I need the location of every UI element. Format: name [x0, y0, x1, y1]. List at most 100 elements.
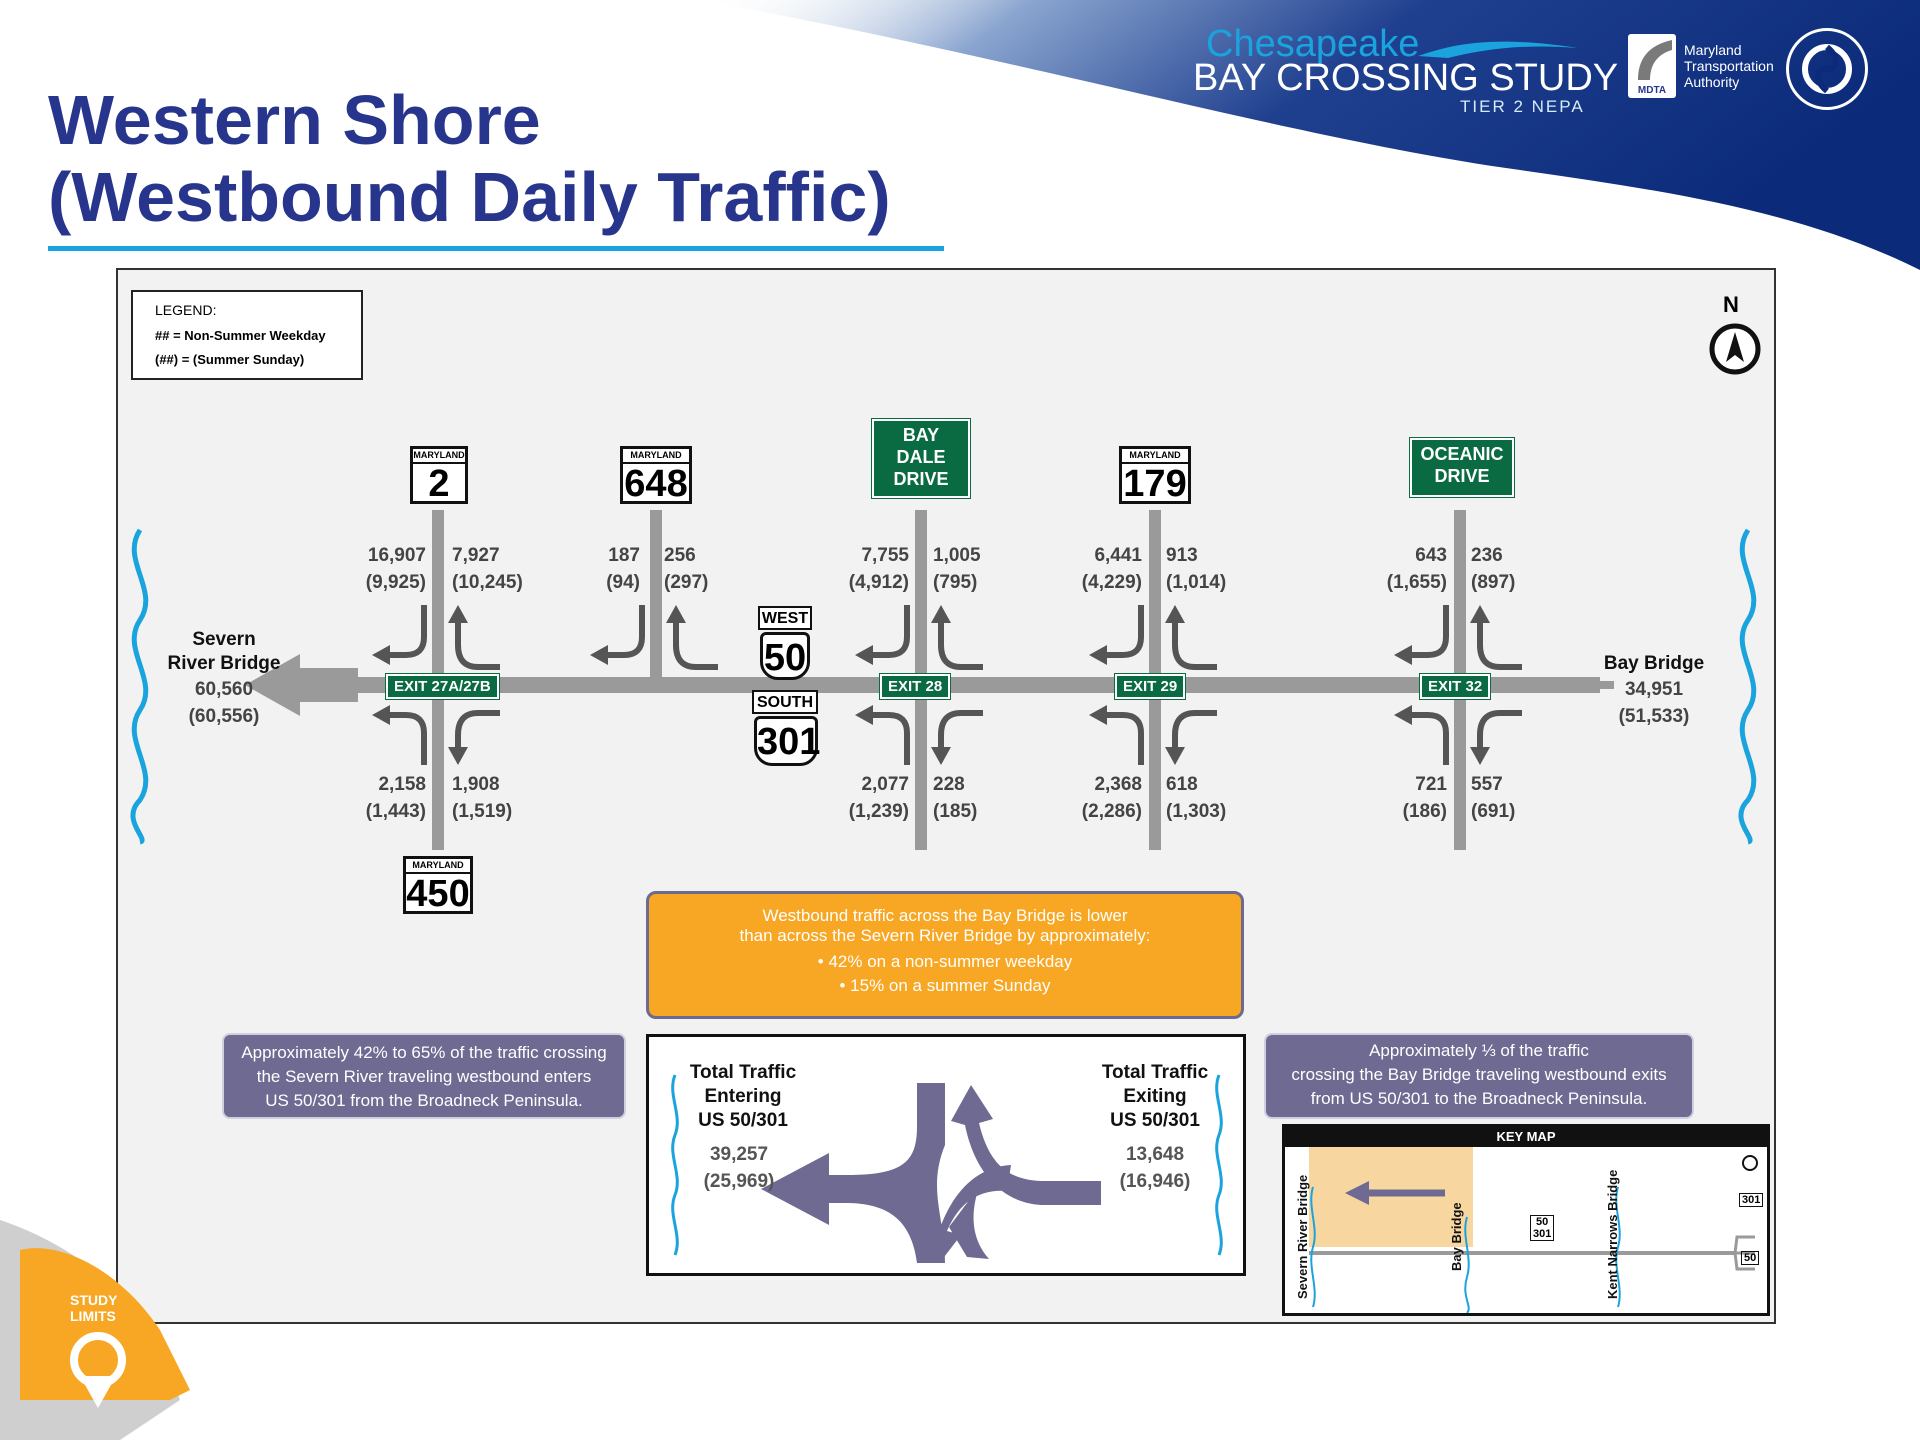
title-line2: (Westbound Daily Traffic) [48, 158, 891, 236]
e28-sw-counts: 2,077(1,239) [836, 771, 909, 825]
severn-river-wave [130, 528, 149, 845]
bay-dale-drive-sign: BAY DALE DRIVE [872, 419, 970, 498]
key-map-title: KEY MAP [1285, 1127, 1767, 1147]
bay-bridge-weekday: 34,951 [1624, 679, 1684, 700]
turn-se-head-3 [1165, 747, 1185, 765]
r648-nw-weekday: 187 [608, 545, 640, 566]
e29-nw-weekday: 6,441 [1094, 545, 1142, 566]
severn-name-2: River Bridge [167, 653, 281, 674]
e27-nw-weekday: 16,907 [367, 545, 426, 566]
turn-nw-3 [1105, 605, 1144, 658]
turn-sw-head-4 [1394, 705, 1412, 725]
turn-ne-head-2 [931, 605, 951, 623]
turn-se-0 [455, 710, 500, 749]
e32-ne-weekday: 236 [1471, 545, 1503, 566]
bay-bridge-name: Bay Bridge [1603, 653, 1705, 674]
e29-sw-sunday: (2,286) [1081, 801, 1142, 822]
turn-nw-0 [388, 605, 427, 658]
e27-ne-weekday: 7,927 [452, 545, 500, 566]
legend-sunday: (##) = (Summer Sunday) [155, 352, 305, 367]
e27-se-sunday: (1,519) [452, 801, 513, 822]
key-us50-shield: 50 301 [1530, 1215, 1555, 1241]
e27-sw-sunday: (1,443) [365, 801, 426, 822]
e28-se-sunday: (185) [933, 801, 978, 822]
e27-sw-counts: 2,158 (1,443) [360, 771, 426, 825]
e27-ne-counts: 7,927(10,245) [452, 542, 523, 596]
e32-ne-counts: 236 (897) [1471, 542, 1515, 596]
e29-nw-sunday: (4,229) [1081, 572, 1142, 593]
md2-shield: MARYLAND 2 [410, 446, 468, 504]
md648-shield-number: 648 [624, 463, 688, 505]
e29-sw-counts: 2,368(2,286) [1066, 771, 1142, 825]
study-limits-badge [0, 1220, 190, 1440]
severn-weekday: 60,560 [194, 679, 254, 700]
entering-note-line2: the Severn River traveling westbound ent… [256, 1067, 592, 1086]
md179-shield: MARYLAND 179 [1119, 446, 1191, 504]
md450-shield-header: MARYLAND [406, 859, 470, 874]
r648-ne-counts: 256(297) [664, 542, 708, 596]
entering-note-line1: Approximately 42% to 65% of the traffic … [241, 1043, 607, 1062]
e28-nw-counts: 7,755(4,912) [836, 542, 909, 596]
callout-bullet1: • 42% on a non-summer weekday [817, 952, 1073, 971]
turn-se-head-2 [931, 747, 951, 765]
callout-line1: Westbound traffic across the Bay Bridge … [762, 906, 1128, 925]
logo-bay-crossing: BAY CROSSING STUDY [1193, 57, 1619, 99]
mdta-line2: Transportation [1684, 58, 1774, 74]
entering-label: Total Traffic Entering US 50/301 [683, 1061, 803, 1133]
header-banner [700, 0, 1920, 270]
exiting-note-line2: crossing the Bay Bridge traveling westbo… [1291, 1065, 1667, 1084]
exiting-weekday: 13,648 [1125, 1144, 1185, 1165]
md450-shield: MARYLAND 450 [403, 856, 473, 914]
us50-mainline [350, 677, 1600, 693]
e32-sw-sunday: (186) [1402, 801, 1447, 822]
r648-nw-sunday: (94) [606, 572, 640, 593]
turn-sw-4 [1410, 712, 1449, 765]
turn-sw-3 [1105, 712, 1144, 765]
turn-se-head-4 [1470, 747, 1490, 765]
md2-shield-header: MARYLAND [413, 449, 465, 464]
mdta-abbr: MDTA [1637, 85, 1667, 96]
r648-ne-weekday: 256 [664, 545, 696, 566]
north-label: N [1723, 292, 1739, 317]
e27-sw-weekday: 2,158 [378, 774, 426, 795]
e32-nw-weekday: 643 [1415, 545, 1447, 566]
e28-ne-sunday: (795) [933, 572, 978, 593]
turn-sw-head-2 [855, 705, 873, 725]
wave-logo-icon [1418, 41, 1578, 58]
turn-nw-head-4 [1394, 645, 1412, 665]
e32-nw-counts: 643(1,655) [1370, 542, 1447, 596]
key-us301-shield: 301 [1739, 1193, 1764, 1207]
exit32-sign: EXIT 32 [1420, 674, 1491, 699]
turn-sw-head-0 [372, 705, 390, 725]
turn-se-4 [1477, 710, 1522, 749]
md450-shield-number: 450 [406, 873, 470, 915]
md648-crossroad [650, 510, 662, 680]
us50-shield: 50 [760, 632, 810, 680]
severn-river-bridge-label: Severn River Bridge 60,560 (60,556) [160, 628, 288, 730]
e28-sw-sunday: (1,239) [848, 801, 909, 822]
exiting-note: Approximately ⅓ of the traffic crossing … [1264, 1033, 1694, 1119]
e32-sw-weekday: 721 [1415, 774, 1447, 795]
e32-se-counts: 557(691) [1471, 771, 1515, 825]
exiting-sunday: (16,946) [1119, 1171, 1191, 1192]
turn-se-head-0 [448, 747, 468, 765]
totals-box: Total Traffic Entering US 50/301 39,257 … [646, 1034, 1246, 1276]
e32-ne-sunday: (897) [1471, 572, 1516, 593]
e29-ne-sunday: (1,014) [1166, 572, 1227, 593]
e27-nw-counts: 16,907(9,925) [360, 542, 426, 596]
e28-ne-counts: 1,005(795) [933, 542, 981, 596]
page-title: Western Shore (Westbound Daily Traffic) [48, 82, 891, 236]
e27-se-weekday: 1,908 [452, 774, 500, 795]
exit28-sign: EXIT 28 [880, 674, 951, 699]
e28-nw-weekday: 7,755 [861, 545, 909, 566]
turn-ne-1 [673, 621, 718, 670]
exiting-label: Total Traffic Exiting US 50/301 [1095, 1061, 1215, 1133]
bay-wave [1738, 528, 1757, 845]
key-map: KEY MAP Severn River Bridge Bay Bridge K… [1282, 1124, 1770, 1316]
mdta-line1: Maryland [1684, 42, 1742, 58]
key-bay-label: Bay Bridge [1449, 1202, 1464, 1271]
entering-weekday: 39,257 [709, 1144, 769, 1165]
turn-nw-4 [1410, 605, 1449, 658]
bay-bridge-label: Bay Bridge 34,951 (51,533) [1596, 652, 1712, 730]
bay-dale-line1: BAY [902, 425, 940, 445]
